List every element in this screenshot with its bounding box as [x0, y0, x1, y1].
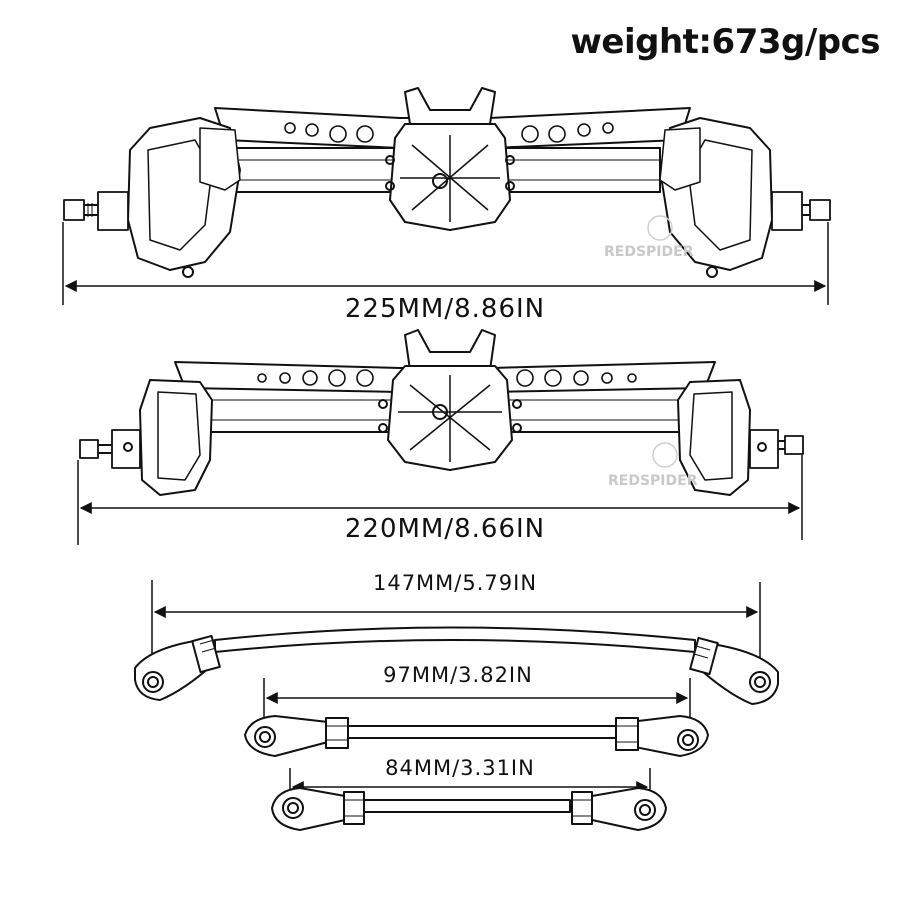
watermark-logo-rear: REDSPIDER	[608, 442, 698, 489]
front-axle-dimension-label: 225MM/8.86IN	[345, 294, 545, 324]
truss-holes	[284, 122, 614, 143]
link-medium-dimension-label: 97MM/3.82IN	[383, 663, 533, 687]
truss-holes-rear	[257, 369, 637, 387]
rear-axle-dimension-label: 220MM/8.66IN	[345, 514, 545, 544]
rear-axle	[79, 329, 804, 496]
rear-axle-dimension	[77, 455, 803, 545]
weight-label: weight:673g/pcs	[570, 22, 881, 62]
link-long-dimension-label: 147MM/5.79IN	[373, 571, 537, 595]
link-medium	[244, 715, 709, 757]
link-long	[134, 626, 779, 705]
svg-text:REDSPIDER: REDSPIDER	[608, 473, 698, 489]
front-axle-dimension	[62, 222, 829, 305]
link-short	[271, 787, 667, 831]
front-axle	[63, 87, 831, 278]
link-short-dimension-label: 84MM/3.31IN	[385, 756, 535, 780]
watermark-logo-front: REDSPIDER	[604, 215, 694, 260]
svg-text:REDSPIDER: REDSPIDER	[604, 244, 694, 260]
